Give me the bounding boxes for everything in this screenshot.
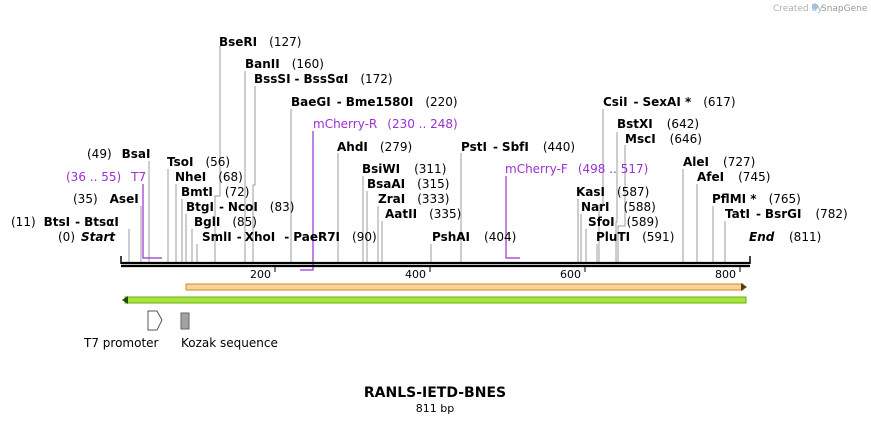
site-connector-lines: [128, 46, 726, 262]
credit-text: Created by: [773, 4, 823, 14]
enzyme-site-label[interactable]: TatI-BsrGI(782): [725, 207, 848, 221]
enzyme-site-label[interactable]: MscI(646): [625, 132, 702, 146]
feature-label-kozak: Kozak sequence: [181, 336, 278, 350]
tick-label: 200: [250, 268, 271, 281]
enzyme-site-label[interactable]: KasI(587): [576, 185, 649, 199]
orf-forward[interactable]: [185, 283, 747, 291]
snapgene-logo-icon: [812, 3, 818, 10]
enzyme-site-label[interactable]: AhdI(279): [337, 140, 412, 154]
enzyme-site-label[interactable]: CsiI-SexAI *(617): [603, 95, 736, 109]
primer-connector-lines: [142, 131, 520, 271]
start-position: (0): [58, 230, 75, 244]
enzyme-site-label[interactable]: PstI-SbfI(440): [461, 140, 575, 154]
primer-label[interactable]: (36 .. 55)T7: [66, 170, 146, 184]
end-position: (811): [789, 230, 821, 244]
enzyme-site-label[interactable]: (11)BtsI-BtsαI: [11, 215, 119, 229]
t7-promoter-arrow-icon[interactable]: [147, 310, 163, 331]
enzyme-site-label[interactable]: ZraI(333): [378, 192, 449, 206]
end-label: End: [749, 230, 775, 244]
sequence-backbone: [120, 256, 751, 268]
enzyme-site-label[interactable]: BglI(85): [194, 215, 257, 229]
primer-label[interactable]: mCherry-R(230 .. 248): [313, 117, 458, 131]
enzyme-site-label[interactable]: TsoI(56): [167, 155, 230, 169]
enzyme-site-label[interactable]: NarI(588): [581, 200, 656, 214]
kozak-box-icon[interactable]: [180, 312, 190, 330]
axis-ticks: [274, 266, 741, 272]
enzyme-site-label[interactable]: AatII(335): [385, 207, 461, 221]
enzyme-site-label[interactable]: BanII(160): [245, 57, 324, 71]
enzyme-site-label[interactable]: (35)AseI: [73, 192, 139, 206]
start-label: Start: [81, 230, 116, 244]
enzyme-site-label[interactable]: BsaAI(315): [367, 177, 449, 191]
enzyme-site-label[interactable]: BssSI-BssSαI(172): [254, 72, 393, 86]
feature-label-t7-promoter: T7 promoter: [83, 336, 159, 350]
enzyme-site-label[interactable]: SmlI-XhoI-PaeR7I(90): [202, 230, 377, 244]
enzyme-site-label[interactable]: BseRI(127): [219, 35, 301, 49]
primer-label[interactable]: mCherry-F(498 .. 517): [505, 162, 648, 176]
tick-label: 800: [715, 268, 736, 281]
enzyme-site-label[interactable]: SfoI(589): [588, 215, 659, 229]
enzyme-site-label[interactable]: AfeI(745): [697, 170, 770, 184]
sequence-length: 811 bp: [416, 402, 454, 415]
enzyme-site-label[interactable]: (49)BsaI: [87, 147, 151, 161]
sequence-title: RANLS-IETD-BNES: [364, 385, 506, 401]
credit-brand: SnapGene: [821, 4, 868, 14]
tick-label: 600: [560, 268, 581, 281]
enzyme-site-label[interactable]: PshAI(404): [432, 230, 516, 244]
enzyme-site-label[interactable]: BaeGI-Bme1580I(220): [291, 95, 458, 109]
enzyme-site-label[interactable]: PluTI(591): [596, 230, 674, 244]
enzyme-site-label[interactable]: BsiWI(311): [362, 162, 446, 176]
enzyme-site-label[interactable]: BstXI(642): [617, 117, 699, 131]
enzyme-site-label[interactable]: BmtI(72): [181, 185, 250, 199]
enzyme-site-label[interactable]: BtgI-NcoI(83): [186, 200, 294, 214]
enzyme-site-label[interactable]: NheI(68): [175, 170, 243, 184]
enzyme-site-label[interactable]: AleI(727): [683, 155, 755, 169]
tick-label: 400: [405, 268, 426, 281]
enzyme-site-label[interactable]: PflMI *(765): [712, 192, 801, 206]
orf-reverse[interactable]: [122, 296, 747, 304]
